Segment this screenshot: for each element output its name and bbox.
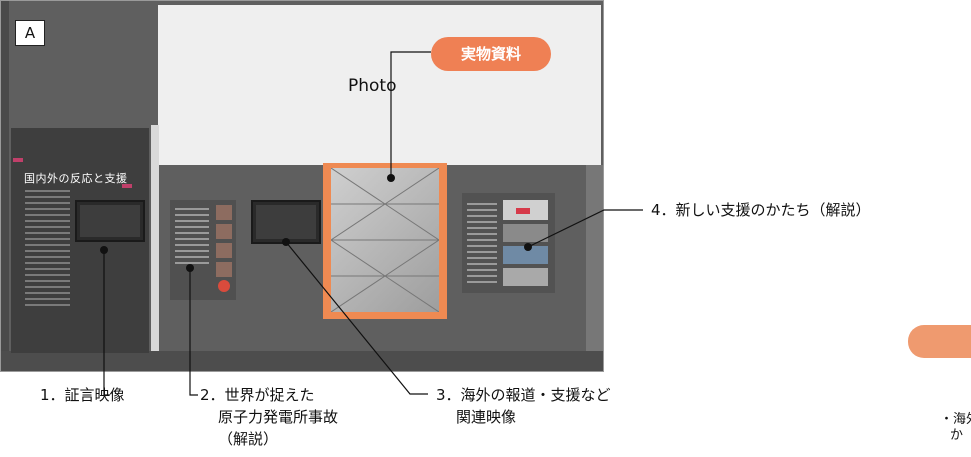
callout-related-video: 関連映像	[456, 408, 517, 426]
callout-world-view-title: 2．世界が捉えた	[200, 386, 315, 404]
panel-title: 国内外の反応と支援	[24, 172, 128, 185]
photo-label: Photo	[348, 76, 397, 96]
callout-world-view-note: （解説）	[218, 430, 279, 448]
photo-thumbnail	[216, 224, 232, 239]
real-materials-badge: 実物資料	[431, 37, 551, 71]
left-pillar	[1, 1, 9, 371]
photo-thumbnail	[503, 246, 548, 264]
related-footage-monitor	[251, 200, 321, 244]
floor	[1, 351, 603, 371]
photo-thumbnail	[503, 268, 548, 286]
callout-new-support: 4．新しい支援のかたち（解説）	[651, 201, 871, 219]
testimony-monitor	[75, 200, 145, 242]
callout-testimony-video: 1．証言映像	[40, 386, 125, 404]
japan-flag-icon	[218, 280, 230, 292]
partial-note: ・海外 か	[940, 412, 971, 444]
accent-mark	[516, 208, 530, 214]
corner-label: A	[15, 20, 45, 46]
panel-text-block	[175, 208, 209, 268]
photo-thumbnail	[216, 205, 232, 220]
right-pillar	[151, 125, 159, 370]
accent-mark	[122, 184, 132, 188]
accent-mark	[13, 158, 23, 162]
callout-world-view-sub: 原子力発電所事故	[218, 408, 339, 426]
callout-overseas-news: 3．海外の報道・支援など	[436, 386, 611, 404]
panel-text-block	[467, 203, 497, 283]
partial-note-line2: か	[950, 428, 964, 443]
partial-badge	[908, 325, 971, 358]
panel-text-block	[25, 190, 70, 310]
photo-thumbnail	[216, 262, 232, 277]
photo-thumbnail	[216, 243, 232, 258]
partial-note-line1: ・海外	[940, 412, 971, 427]
case-grid	[331, 168, 439, 312]
photo-area	[158, 5, 601, 165]
photo-thumbnail	[503, 224, 548, 242]
